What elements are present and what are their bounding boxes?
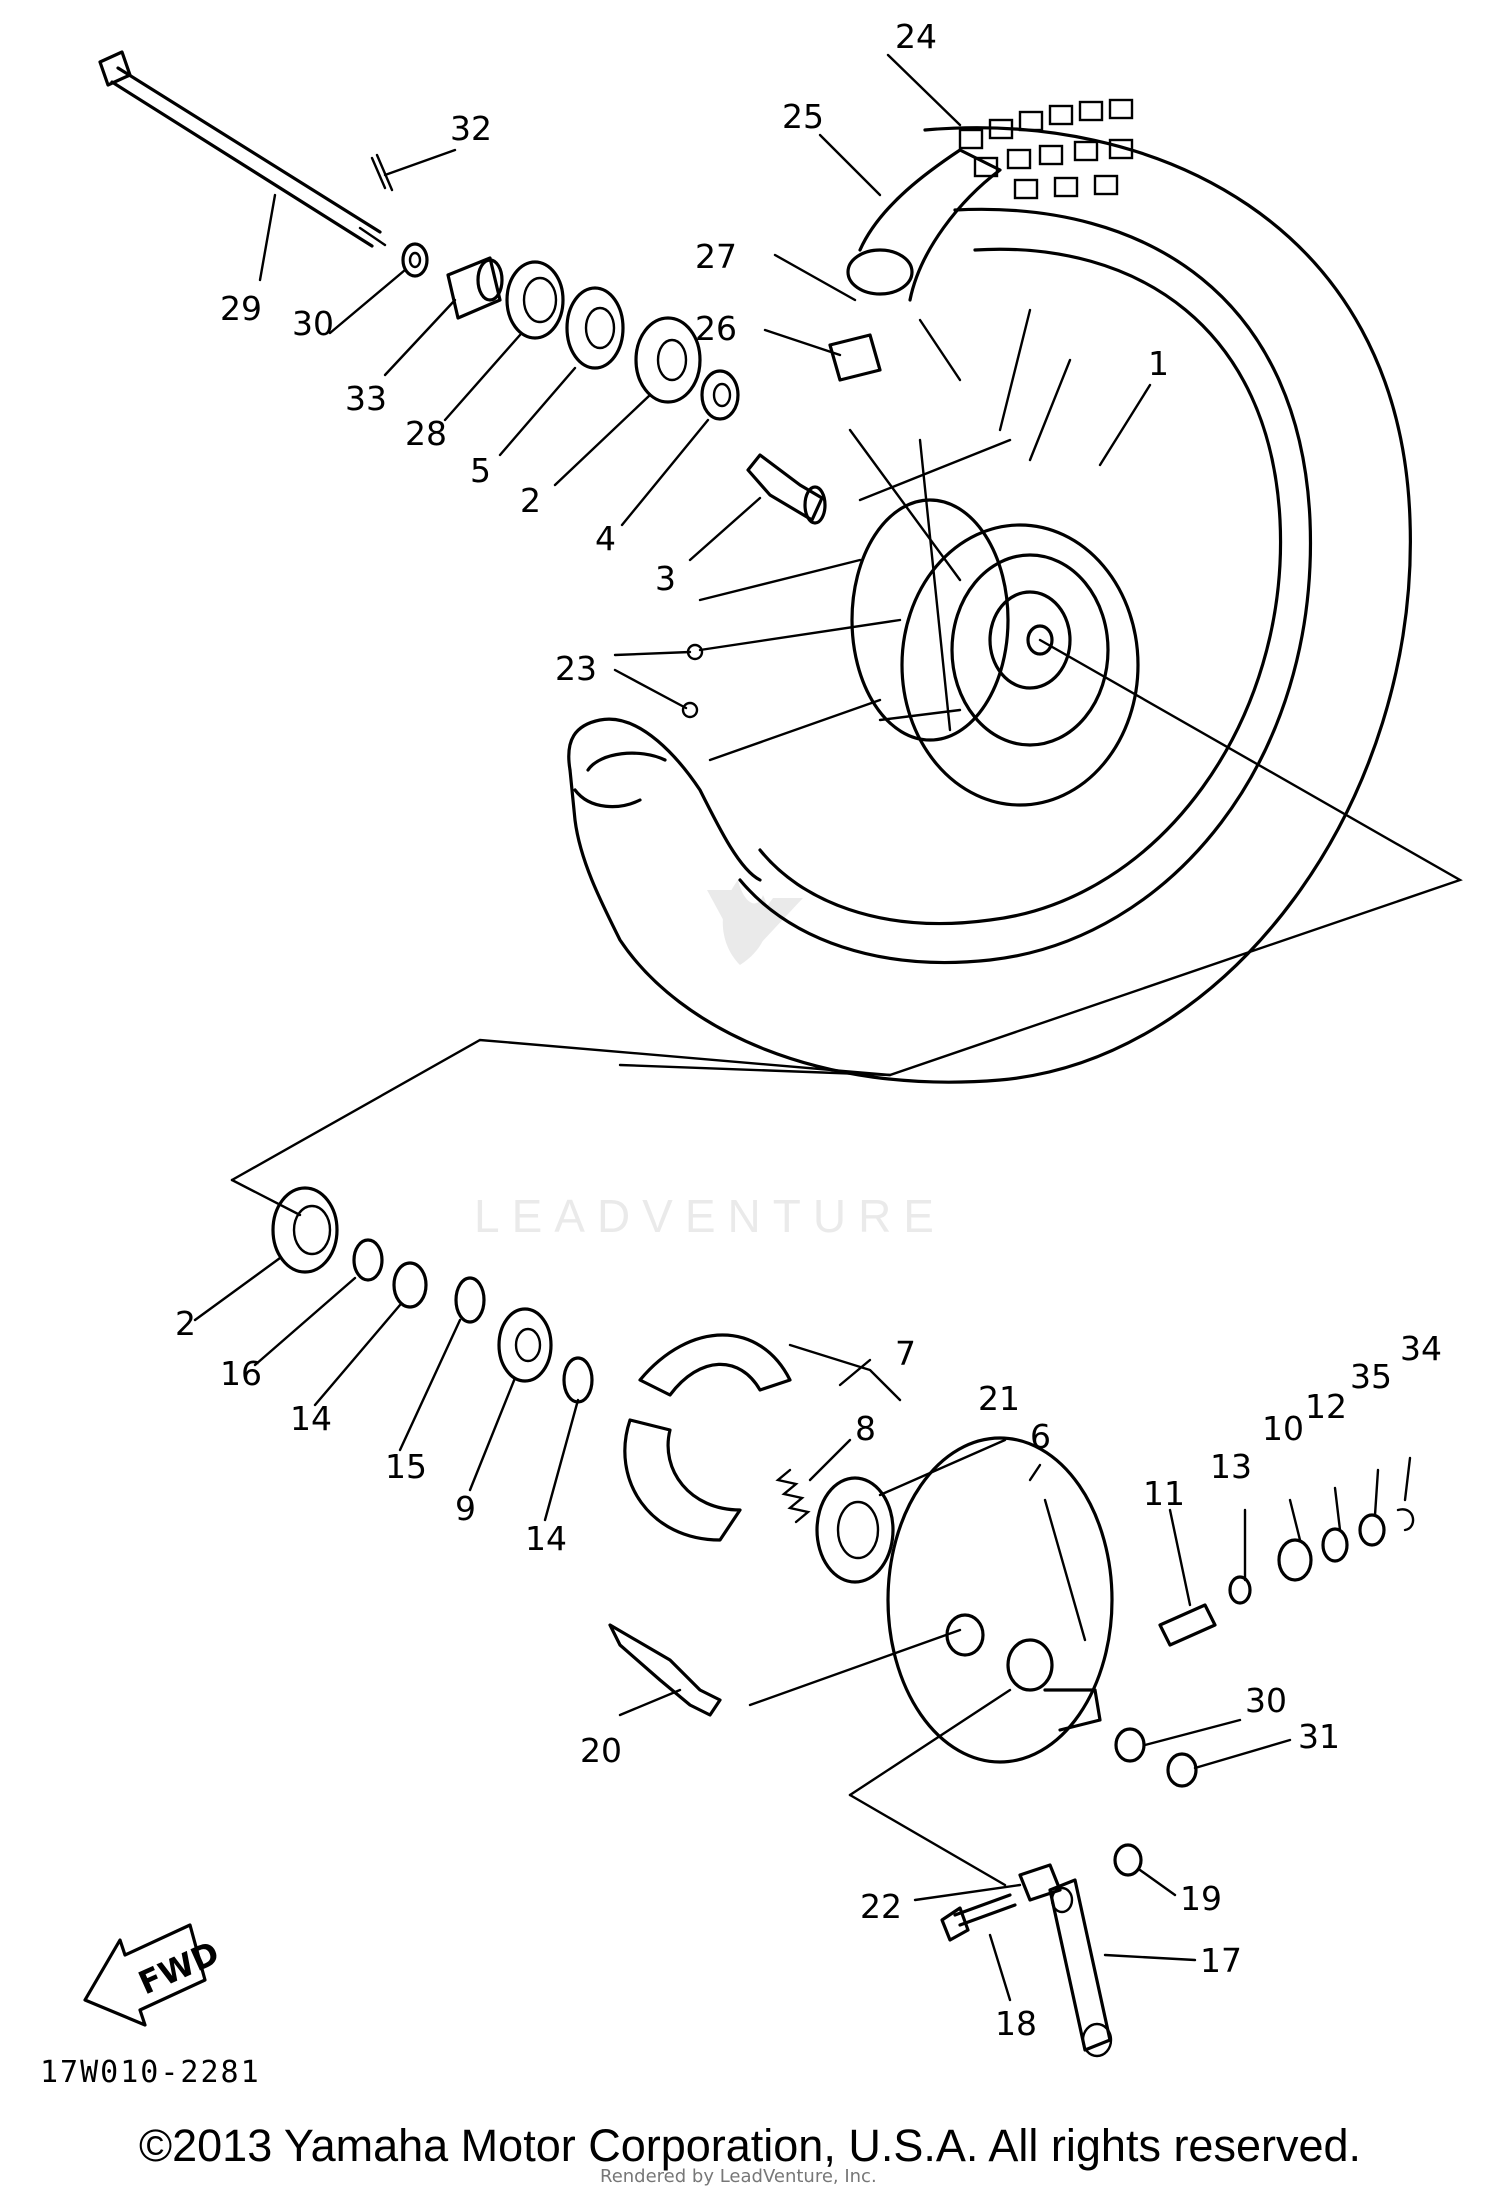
part-label-26: 26 [695,309,737,348]
fwd-direction-arrow: FWD [83,1923,225,2027]
part-label-31: 31 [1298,1717,1340,1756]
render-credit: Rendered by LeadVenture, Inc. [600,2166,877,2187]
drawing-code: 17W010-2281 [40,2055,261,2090]
leader-lines-lower [193,1256,1412,2002]
part-label-32: 32 [450,109,492,148]
leadventure-watermark: LEADVENTURE [474,880,946,1242]
part-label-10: 10 [1262,1409,1304,1448]
part-label-7: 7 [895,1334,916,1373]
part-label-20: 20 [580,1731,622,1770]
part-label-18: 18 [995,2004,1037,2043]
part-label-27: 27 [695,237,737,276]
wheel-assembly [230,98,1463,1217]
part-label-14b: 14 [525,1519,567,1558]
part-label-19: 19 [1180,1879,1222,1918]
part-label-2: 2 [520,481,541,520]
part-label-29: 29 [220,289,262,328]
part-label-16: 16 [220,1354,262,1393]
leader-lines-upper [258,53,1152,710]
part-label-15: 15 [385,1447,427,1486]
part-label-22: 22 [860,1887,902,1926]
part-label-21: 21 [978,1379,1020,1418]
tire-tread [958,98,1134,200]
part-label-23: 23 [555,649,597,688]
part-label-34: 34 [1400,1329,1442,1368]
part-label-13: 13 [1210,1447,1252,1486]
part-label-9: 9 [455,1489,476,1528]
brake-assembly [271,1186,1415,2058]
part-label-4: 4 [595,519,616,558]
part-label-33: 33 [345,379,387,418]
part-label-6: 6 [1030,1417,1051,1456]
part-label-5: 5 [470,451,491,490]
part-label-17: 17 [1200,1941,1242,1980]
part-label-12: 12 [1305,1387,1347,1426]
part-label-28: 28 [405,414,447,453]
part-label-1: 1 [1148,344,1169,383]
part-label-30: 30 [292,304,334,343]
part-label-25: 25 [782,97,824,136]
watermark-text: LEADVENTURE [474,1190,946,1242]
part-label-3: 3 [655,559,676,598]
part-label-14: 14 [290,1399,332,1438]
axle-side-parts [98,50,827,525]
part-label-8: 8 [855,1409,876,1448]
copyright-notice: ©2013 Yamaha Motor Corporation, U.S.A. A… [138,2120,1362,2171]
part-label-2-lower: 2 [175,1304,196,1343]
axle-bolt [98,50,387,248]
part-label-24: 24 [895,17,937,56]
part-label-35: 35 [1350,1357,1392,1396]
part-label-30-lower: 30 [1245,1681,1287,1720]
part-label-11: 11 [1143,1474,1185,1513]
part-labels: 1 2 3 4 5 2 23 24 25 26 27 28 29 30 33 3… [175,17,1442,2043]
